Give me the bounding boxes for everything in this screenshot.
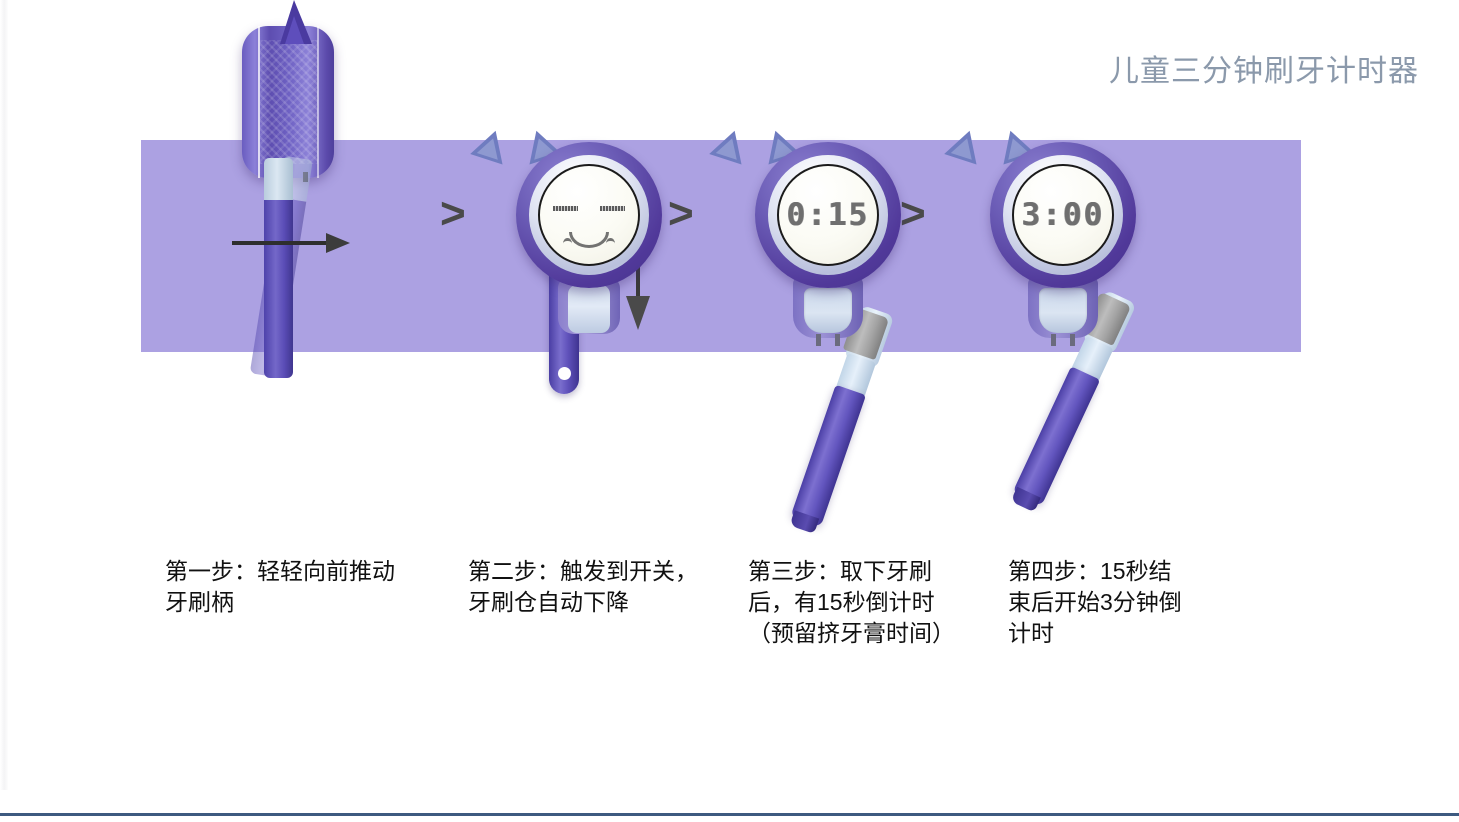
device-body — [242, 26, 334, 178]
footer-rule — [0, 813, 1459, 816]
step-1-caption: 第一步：轻轻向前推动 牙刷柄 — [165, 558, 395, 615]
timer-bezel: 3:00 — [1003, 155, 1123, 275]
brush-holder-inner — [1039, 288, 1087, 333]
timer-body — [516, 142, 662, 288]
sleeping-eyes-icon — [540, 206, 638, 211]
timer-display — [538, 164, 640, 266]
timer-body: 0:15 — [755, 142, 901, 288]
device-cone-icon — [280, 0, 312, 44]
handle-neck — [264, 158, 293, 200]
step-4-illustration: 3:00 — [944, 0, 1235, 520]
device-side-view — [242, 0, 334, 182]
chevron-right-icon-3: > — [900, 189, 926, 238]
countdown-readout: 0:15 — [786, 197, 870, 233]
holder-prongs — [1048, 334, 1078, 346]
smile-mouth-icon — [563, 232, 615, 248]
holder-prongs — [813, 334, 843, 346]
handle-grip — [264, 200, 293, 378]
timer-bezel — [529, 155, 649, 275]
chevron-right-icon-2: > — [668, 189, 694, 238]
step-2-caption: 第二步：触发到开关， 牙刷仓自动下降 — [468, 558, 698, 615]
page-title: 儿童三分钟刷牙计时器 — [1109, 55, 1419, 88]
brush-holder-inner — [804, 288, 852, 333]
step-1-illustration — [220, 0, 480, 520]
step-4-caption: 第四步：15秒结 束后开始3分钟倒 计时 — [1008, 558, 1182, 646]
slide-left-edge — [0, 0, 8, 790]
timer-bezel: 0:15 — [768, 155, 888, 275]
step-3-caption: 第三步：取下牙刷 后，有15秒倒计时 （预留挤牙膏时间） — [748, 558, 955, 646]
brush-handle — [790, 384, 867, 528]
countdown-readout: 3:00 — [1021, 197, 1105, 233]
timer-body: 3:00 — [990, 142, 1136, 288]
brush-compartment-inner — [568, 285, 610, 333]
toothbrush-hole — [558, 367, 571, 380]
step-3-illustration: 0:15 — [709, 0, 1000, 534]
timer-display: 0:15 — [777, 164, 879, 266]
arrow-right-icon — [232, 232, 350, 254]
chevron-right-icon-1: > — [440, 189, 466, 238]
device-texture — [260, 40, 318, 164]
timer-display: 3:00 — [1012, 164, 1114, 266]
step-2-illustration — [470, 0, 758, 520]
brush-handle — [1012, 366, 1101, 507]
